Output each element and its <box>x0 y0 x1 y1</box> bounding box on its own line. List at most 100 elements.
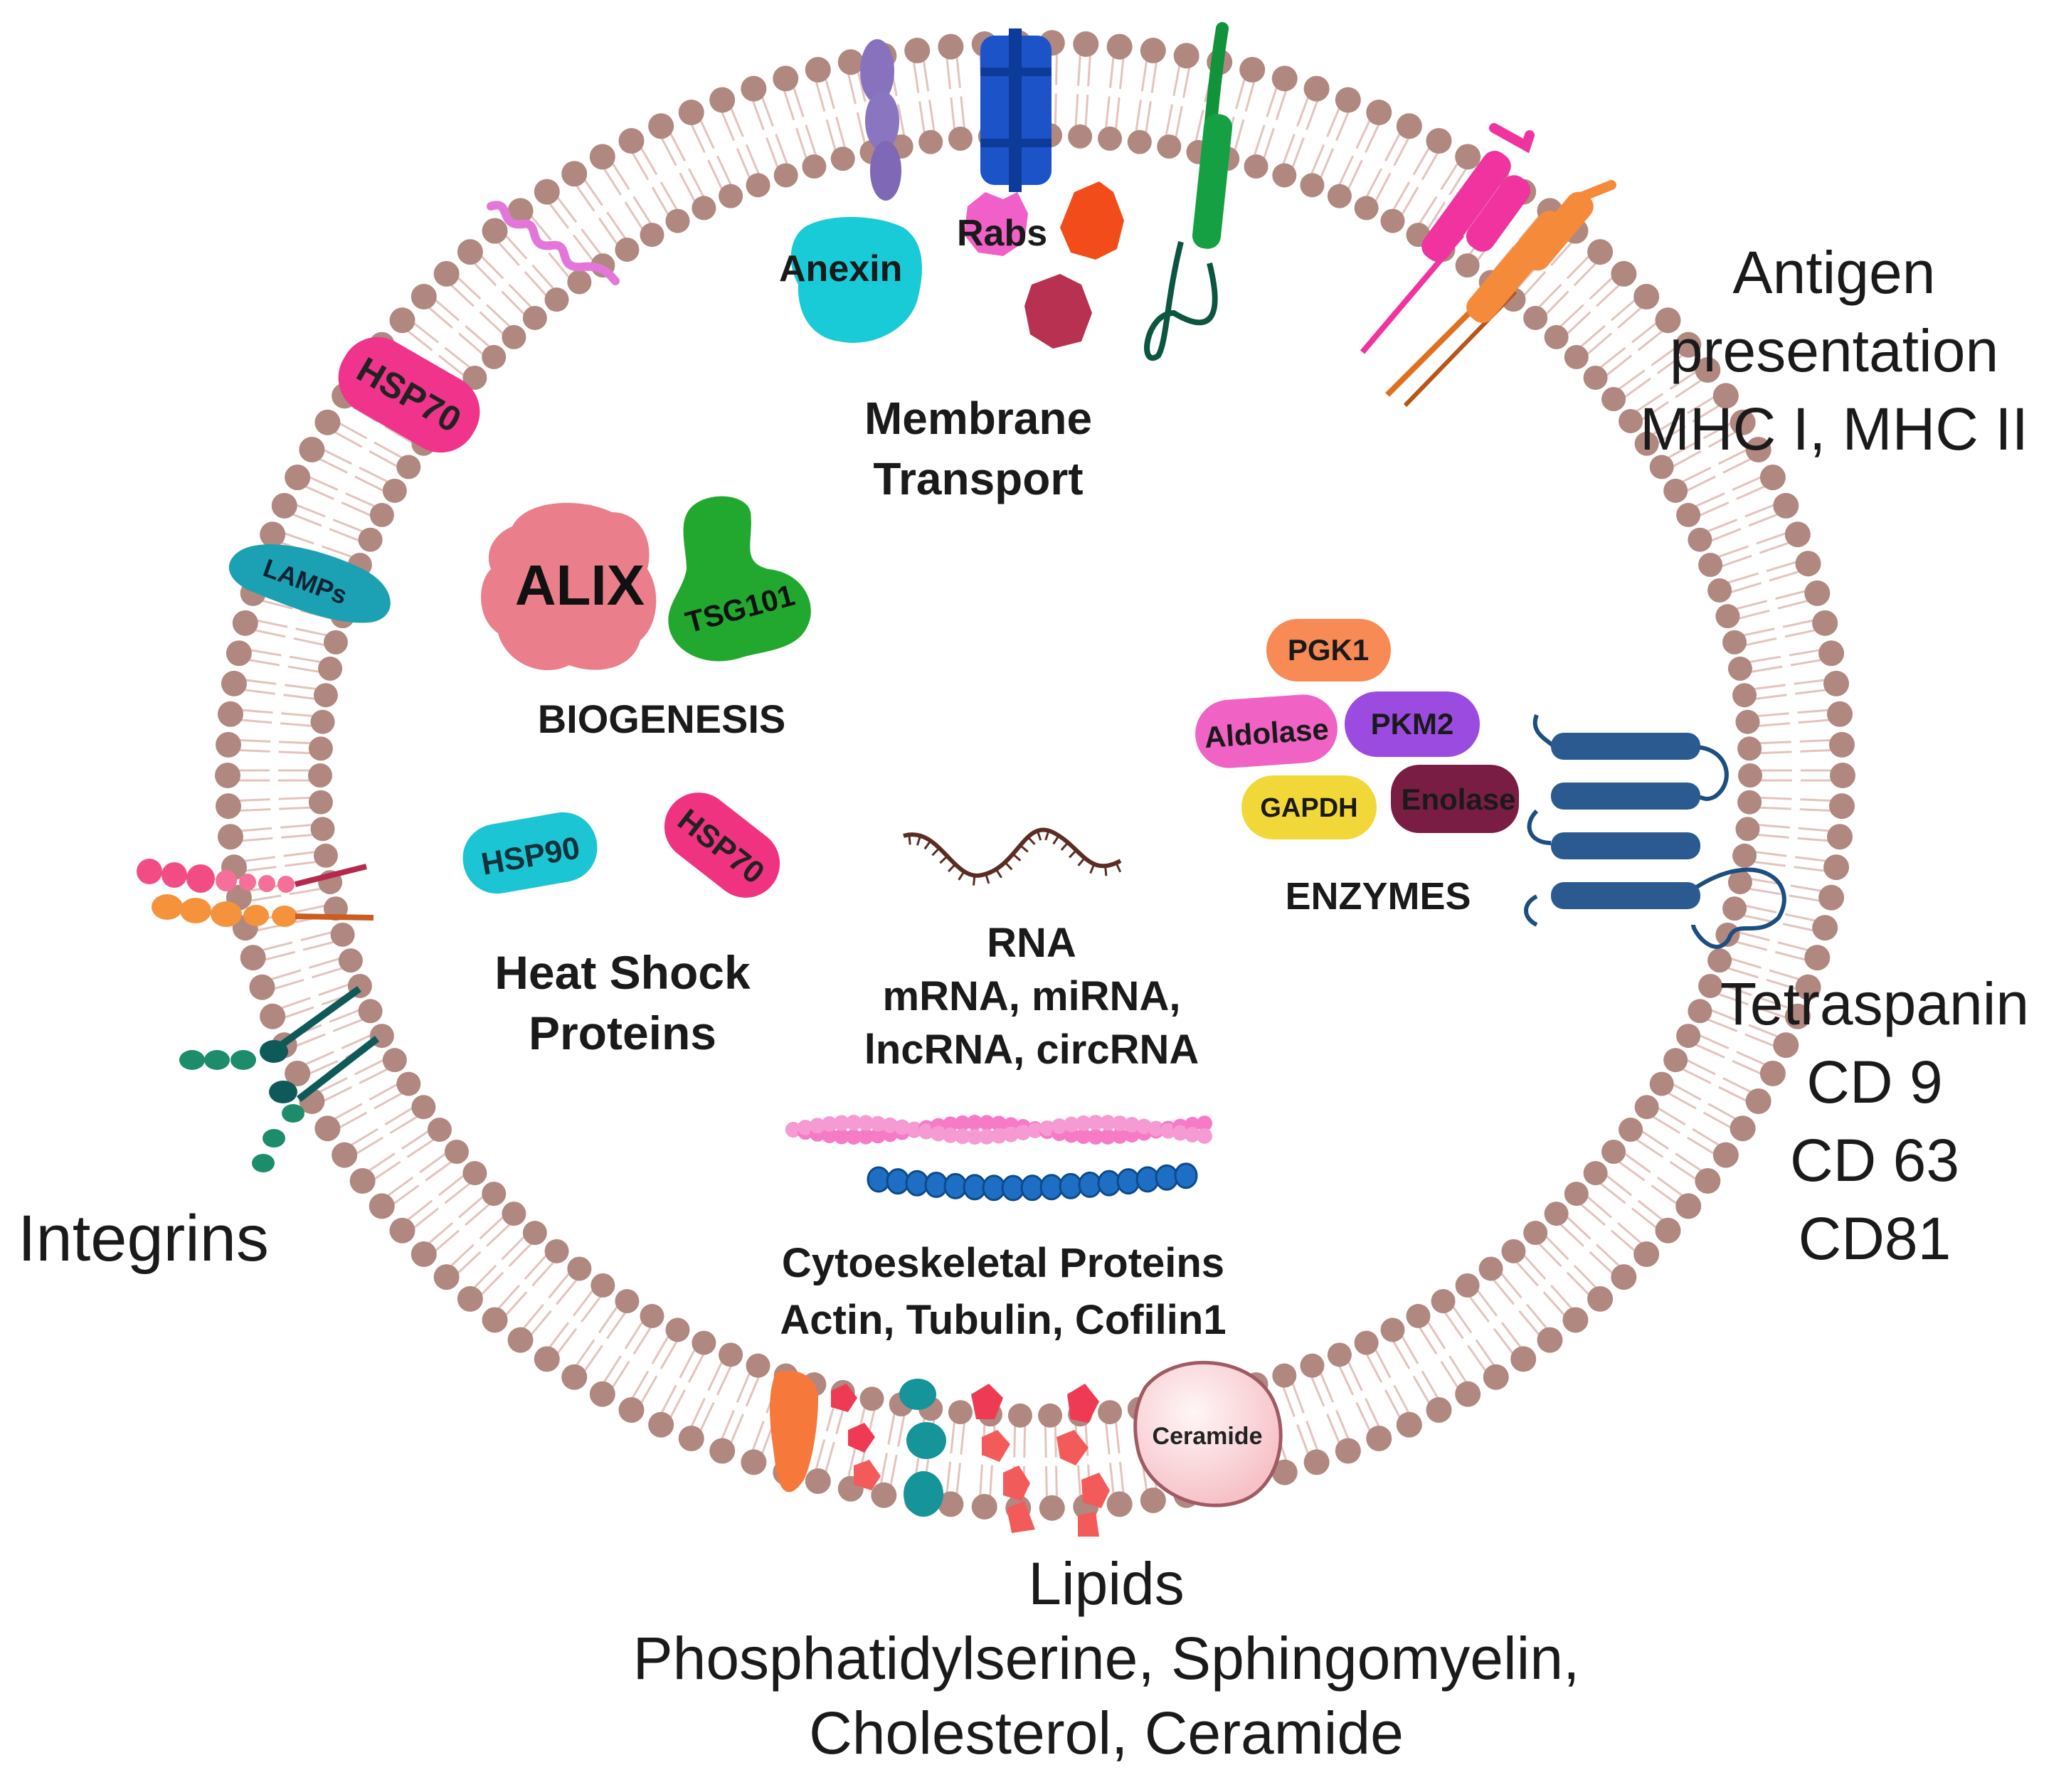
lipid-head-outer <box>1804 580 1831 606</box>
mhc-molecule-icon <box>1360 123 1616 408</box>
lipid-head-outer <box>1335 1438 1361 1464</box>
lipid-head-inner <box>1354 196 1379 221</box>
actin-bead <box>785 1122 801 1138</box>
tubulin-bead <box>1174 1162 1198 1189</box>
lipid-head-outer <box>299 437 325 463</box>
lipid-head-inner <box>1127 129 1152 154</box>
actin-bead <box>918 1123 934 1140</box>
svg-text:Enolase: Enolase <box>1401 783 1515 816</box>
svg-text:CD 63: CD 63 <box>1790 1127 1959 1194</box>
lipid-head-inner <box>1732 843 1757 868</box>
tubulin-bead <box>963 1174 987 1201</box>
rna-base <box>1027 836 1036 845</box>
actin-bead <box>822 1116 837 1133</box>
lipid-head-inner <box>313 683 338 708</box>
lipid-head-outer <box>215 731 241 758</box>
alix-protein: ALIX <box>481 502 657 671</box>
lipid-head-inner <box>1715 922 1740 947</box>
svg-text:Lipids: Lipids <box>1028 1550 1184 1617</box>
lipid-head-outer <box>1106 33 1133 60</box>
lipid-head-inner <box>1327 1342 1352 1367</box>
lipid-head-outer <box>1455 144 1481 170</box>
antigen-presentation-label: Antigen presentation MHC I, MHC II <box>1640 239 2028 462</box>
lipid-head-inner <box>382 1048 407 1073</box>
lipid-head-inner <box>1698 973 1723 998</box>
lipid-head-inner <box>308 736 333 761</box>
actin-bead <box>870 1115 886 1132</box>
lipid-head-inner <box>1735 817 1760 842</box>
rna-base <box>1089 864 1096 874</box>
lipid-head-outer <box>971 1493 997 1520</box>
tubulin-filament-icon <box>867 1162 1198 1202</box>
lipid-head-outer <box>938 33 964 60</box>
lipid-head-outer <box>678 100 704 126</box>
lipid-head-inner <box>1455 1273 1480 1298</box>
svg-text:PGK1: PGK1 <box>1288 633 1369 667</box>
lipid-head-outer <box>741 75 767 102</box>
lipid-head-inner <box>615 1289 640 1314</box>
lipid-head-outer <box>1587 239 1614 265</box>
lipid-head-inner <box>567 1256 592 1281</box>
actin-bead <box>846 1115 862 1131</box>
lipid-head-outer <box>1730 409 1756 435</box>
lipid-head-outer <box>457 239 483 265</box>
lipid-head-inner <box>1619 408 1643 433</box>
rna-base <box>1069 849 1077 859</box>
rna-base <box>1077 857 1086 866</box>
lipid-head-outer <box>271 492 297 519</box>
lipid-head-inner <box>1380 1318 1405 1342</box>
integrin-teal-icon <box>179 985 380 1172</box>
lipid-head-inner <box>1601 1140 1626 1165</box>
lipid-head-outer <box>648 113 674 139</box>
blue-channel-protein-icon <box>980 28 1052 192</box>
lipid-head-outer <box>507 198 534 224</box>
actin-bead <box>967 1128 982 1145</box>
lipid-head-outer <box>1795 551 1821 577</box>
lipid-head-inner <box>640 223 664 248</box>
lipid-head-inner <box>665 208 690 233</box>
lipid-head-outer <box>1335 87 1361 113</box>
lipid-head-outer <box>1818 884 1845 911</box>
lipid-head-inner <box>1688 999 1712 1024</box>
actin-bead <box>1064 1116 1079 1133</box>
rna-base <box>995 869 1002 879</box>
rna-base <box>908 834 911 845</box>
lipid-head-inner <box>1523 1221 1548 1246</box>
lipid-head-outer <box>1073 31 1099 58</box>
lipid-head-outer <box>1426 1397 1452 1423</box>
lipid-head-outer <box>389 307 415 334</box>
svg-text:Heat Shock: Heat Shock <box>494 946 751 999</box>
tubulin-bead <box>1001 1175 1025 1202</box>
lipid-head-inner <box>1649 455 1674 479</box>
lipid-head-outer <box>1745 437 1771 463</box>
purple-membrane-protein-icon <box>860 39 901 201</box>
actin-bead <box>1088 1115 1103 1131</box>
aldolase-enzyme: Aldolase <box>1195 694 1338 768</box>
lipid-head-outer <box>1830 763 1855 788</box>
lipid-head-outer <box>618 127 645 154</box>
lipid-head-outer <box>1140 1487 1166 1513</box>
lipid-head-inner <box>338 948 363 973</box>
actin-bead <box>1197 1115 1212 1132</box>
actin-bead <box>991 1128 1007 1144</box>
lipid-head-outer <box>1633 283 1660 309</box>
actin-bead <box>1148 1120 1164 1137</box>
lipid-head-inner <box>522 305 547 330</box>
lipid-head-inner <box>1380 208 1405 233</box>
lipid-head-inner <box>1732 683 1757 708</box>
lipid-head-inner <box>382 478 407 503</box>
tubulin-bead <box>1116 1168 1140 1195</box>
svg-text:GAPDH: GAPDH <box>1260 793 1357 823</box>
svg-text:RNA: RNA <box>987 920 1076 966</box>
rna-base <box>1044 830 1050 841</box>
lipid-head-inner <box>1698 553 1723 578</box>
lipid-head-inner <box>948 1400 973 1425</box>
tubulin-bead <box>1078 1171 1102 1198</box>
actin-bead <box>1100 1115 1116 1131</box>
lipid-head-outer <box>1829 793 1855 820</box>
lipid-head-inner <box>665 1318 690 1342</box>
lipid-head-outer <box>837 49 864 75</box>
lipid-head-inner <box>1663 1048 1688 1073</box>
lipid-head-outer <box>249 974 275 1000</box>
